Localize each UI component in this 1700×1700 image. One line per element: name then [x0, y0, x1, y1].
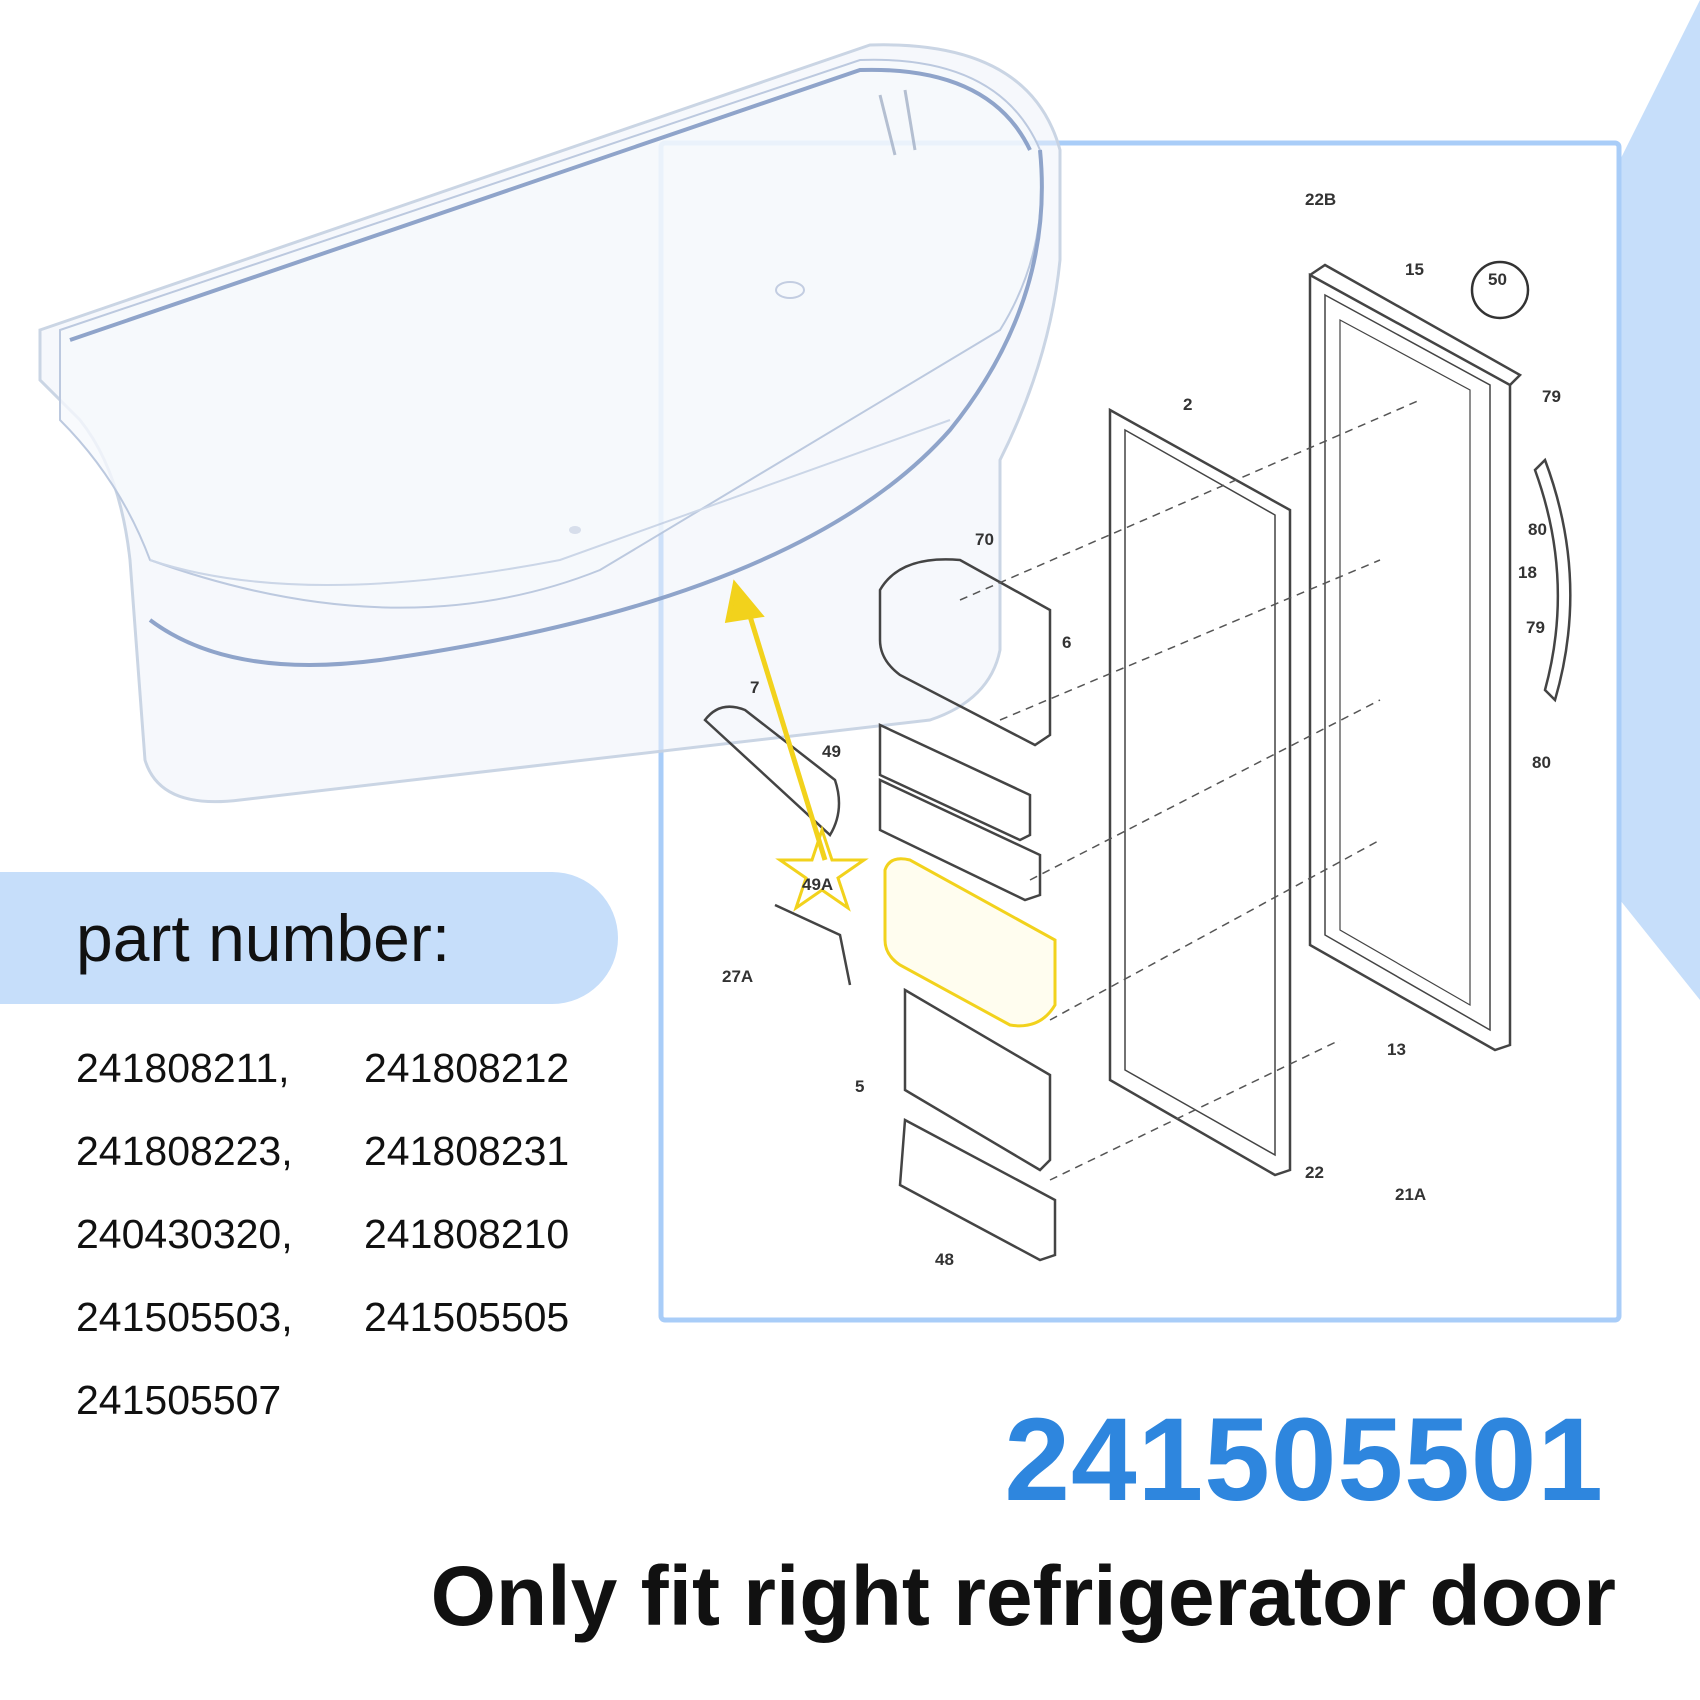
label-27a: 27A [722, 967, 753, 986]
label-80b: 80 [1532, 753, 1551, 772]
part-number: 241808231 [364, 1128, 570, 1174]
detail-circle-50 [1470, 260, 1530, 320]
main-part-number: 241505501 [1004, 1394, 1604, 1526]
star-marker [775, 825, 869, 912]
part-number: 241505505 [364, 1294, 570, 1340]
door-bin-photo [38, 43, 1062, 804]
label-22b: 22B [1305, 190, 1336, 209]
diagram-labels: 22B 15 50 2 79 80 18 79 80 70 6 7 49 49A… [722, 190, 1561, 1269]
label-48: 48 [935, 1250, 954, 1269]
label-70: 70 [975, 530, 994, 549]
label-2: 2 [1183, 395, 1192, 414]
label-49: 49 [822, 742, 841, 761]
part-number-label: part number: [76, 901, 451, 975]
label-50: 50 [1488, 270, 1507, 289]
label-15: 15 [1405, 260, 1424, 279]
label-22: 22 [1305, 1163, 1324, 1182]
part-number: 241808212 [364, 1045, 570, 1091]
part-number: 241808210 [364, 1211, 570, 1257]
label-7: 7 [750, 678, 759, 697]
decorative-blue-wedge [1620, 0, 1700, 1000]
label-79b: 79 [1526, 618, 1545, 637]
fit-note: Only fit right refrigerator door [430, 1549, 1616, 1643]
label-6: 6 [1062, 633, 1071, 652]
part-number-panel [0, 872, 618, 1004]
highlighted-bin-49a [883, 857, 1057, 1028]
diagram-door [1308, 263, 1523, 1052]
label-5: 5 [855, 1077, 864, 1096]
part-number: 240430320, [76, 1211, 293, 1257]
label-13: 13 [1387, 1040, 1406, 1059]
label-79a: 79 [1542, 387, 1561, 406]
diagram-guide-lines [959, 399, 1421, 1181]
label-80a: 80 [1528, 520, 1547, 539]
part-number: 241808211, [76, 1045, 290, 1091]
diagram-gasket [1108, 407, 1292, 1177]
part-number: 241505503, [76, 1294, 293, 1340]
part-number: 241505507 [76, 1377, 282, 1423]
pointer-arrow [724, 579, 828, 861]
diagram-handle [1533, 457, 1572, 703]
part-number: 241808223, [76, 1128, 293, 1174]
diagram-shelves [703, 558, 1057, 1262]
label-18: 18 [1518, 563, 1537, 582]
label-49a: 49A [802, 875, 833, 894]
label-21a: 21A [1395, 1185, 1426, 1204]
